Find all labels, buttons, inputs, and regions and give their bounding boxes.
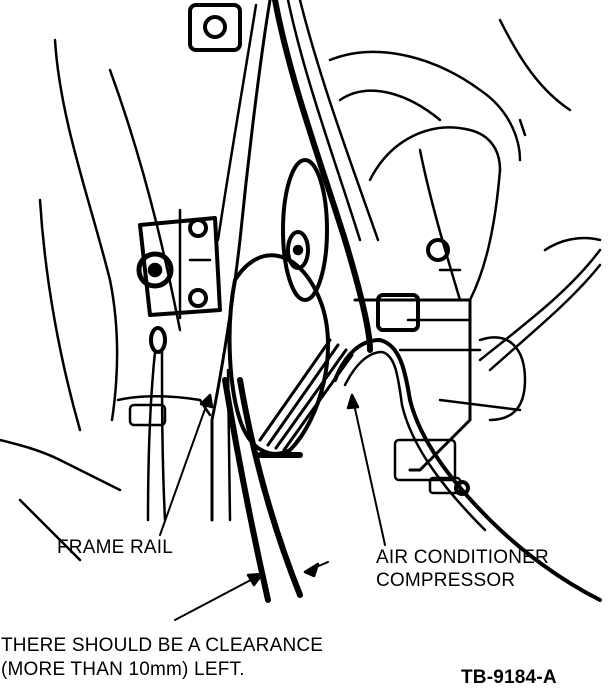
clearance-note-line1: THERE SHOULD BE A CLEARANCE [1, 635, 324, 656]
top-bracket [188, 3, 242, 52]
clearance-note-line2: (MORE THAN 10mm) LEFT. [1, 659, 245, 680]
drive-belt [222, 0, 380, 603]
engine-block-outline [0, 38, 212, 562]
mounting-bracket [136, 208, 222, 320]
ac-compressor-label-line1: AIR CONDITIONER [376, 547, 549, 568]
ac-compressor-label-line2: COMPRESSOR [376, 570, 516, 591]
refrigerant-hose [333, 248, 602, 602]
figure-id: TB-9184-A [461, 667, 557, 688]
engine-side-bracket [328, 18, 602, 302]
frame-rail-leader [159, 393, 214, 536]
frame-rail-label: FRAME RAIL [57, 537, 174, 558]
frame-rail [210, 0, 272, 522]
clearance-arrows [174, 561, 329, 621]
wire-connector [146, 326, 167, 522]
compressor-leader [346, 393, 386, 546]
compressor-body [353, 293, 527, 496]
pulley [281, 158, 329, 302]
